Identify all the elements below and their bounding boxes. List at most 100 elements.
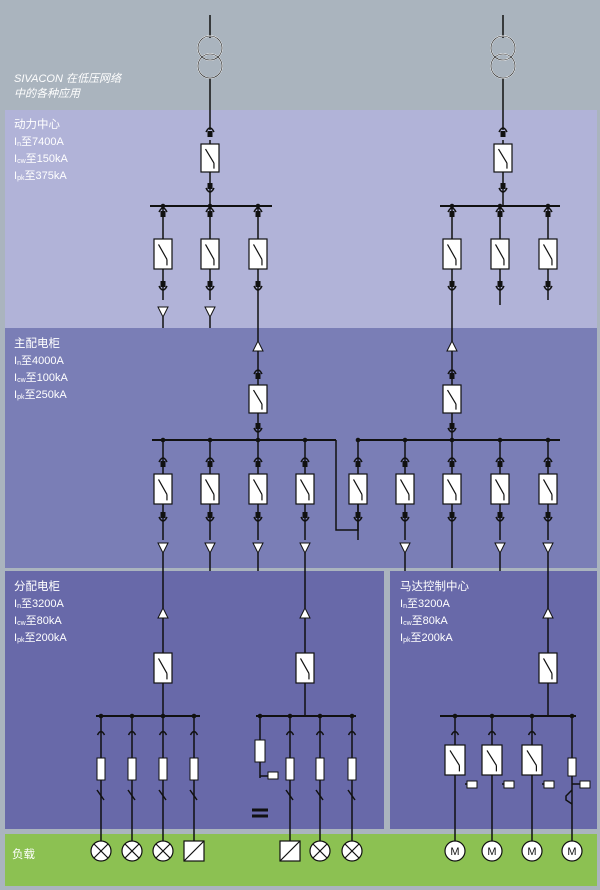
- contact-block: [402, 512, 408, 518]
- breaker-contact: [497, 148, 508, 164]
- fuse-symbol: [285, 757, 295, 781]
- breaker-contact: [399, 479, 410, 495]
- motor-circle: [444, 840, 466, 862]
- overload-relay: [579, 780, 591, 789]
- contact-block: [449, 461, 455, 467]
- breaker-box: [493, 143, 513, 173]
- isolating-contact: [253, 423, 263, 433]
- incomer-breaker: [493, 143, 513, 173]
- contact-block: [207, 281, 213, 287]
- switch-contact: [127, 789, 136, 801]
- contact-arc: [189, 730, 199, 736]
- loads-area: [5, 834, 597, 886]
- contact-block: [207, 131, 213, 137]
- isolating-contact: [447, 457, 457, 467]
- contact-arc: [400, 457, 410, 463]
- sub-incomer-breaker: [153, 652, 173, 684]
- breaker-box: [442, 473, 462, 505]
- breaker-contact: [446, 244, 457, 260]
- junction-dot: [207, 437, 213, 443]
- isolating-contact: [205, 127, 215, 137]
- power-center-area: [5, 110, 597, 328]
- switch-contact: [347, 789, 356, 801]
- isolating-contact: [498, 127, 508, 137]
- contact-block: [449, 211, 455, 217]
- feeder-breaker: [200, 238, 220, 270]
- transformer-outline: [490, 35, 516, 61]
- contact-arc: [158, 516, 168, 522]
- junction-dot: [497, 203, 503, 209]
- contact-arc: [253, 369, 263, 375]
- breaker-contact: [252, 389, 263, 405]
- contact-arc: [96, 730, 106, 736]
- power-center-label: 动力中心 In至7400A Icw至150kA Ipk至375kA: [14, 119, 68, 182]
- contact-block: [355, 512, 361, 518]
- lamp-cross: [155, 843, 171, 859]
- contact-arc: [543, 207, 553, 213]
- contact-arc: [495, 457, 505, 463]
- contact-arc: [205, 127, 215, 133]
- transformer-outline: [490, 53, 516, 79]
- junction-dot: [317, 713, 323, 719]
- breaker-box: [521, 744, 543, 776]
- isolating-contact: [253, 281, 263, 291]
- contact-block: [497, 211, 503, 217]
- mcc-incomer-breaker: [538, 652, 558, 684]
- breaker-contact: [252, 479, 263, 495]
- junction-dot: [449, 203, 455, 209]
- isolating-contact: [400, 457, 410, 467]
- junction-dot: [349, 713, 355, 719]
- isolating-contact: [205, 281, 215, 291]
- breaker-contact: [542, 658, 553, 674]
- motor-starter-box: [444, 744, 466, 776]
- breaker-contact: [494, 479, 505, 495]
- contact-block: [545, 281, 551, 287]
- fuse-symbol: [96, 757, 106, 781]
- contact-block: [545, 211, 551, 217]
- isolating-contact: [158, 281, 168, 291]
- breaker-contact: [542, 479, 553, 495]
- contact-block: [160, 461, 166, 467]
- switch-contact: [565, 789, 573, 805]
- contact-arc: [543, 516, 553, 522]
- contact-block: [402, 461, 408, 467]
- transformer-right: [490, 35, 516, 79]
- contact-block: [255, 423, 261, 429]
- contact-arc: [315, 730, 325, 736]
- main-feeder-breaker: [248, 473, 268, 505]
- contact-arc: [300, 457, 310, 463]
- switch-contact: [96, 789, 105, 801]
- breaker-box: [153, 238, 173, 270]
- breaker-box: [248, 473, 268, 505]
- contact-block: [255, 281, 261, 287]
- isolating-contact: [205, 207, 215, 217]
- lamp-load-icon: [152, 840, 174, 862]
- contact-arc: [498, 127, 508, 133]
- contact-arc: [447, 516, 457, 522]
- motor-control-label: 马达控制中心 In至3200A Icw至80kA Ipk至200kA: [400, 581, 469, 644]
- incoming-arrow: [252, 339, 264, 352]
- contact-block: [500, 183, 506, 189]
- isolating-contact: [253, 457, 263, 467]
- contact-block: [255, 373, 261, 379]
- junction-dot: [302, 437, 308, 443]
- lamp-load-icon: [341, 840, 363, 862]
- contact-arc: [495, 207, 505, 213]
- motor-label: M: [567, 846, 576, 858]
- isolating-contact: [495, 207, 505, 217]
- breaker-box: [248, 384, 268, 414]
- contact-arc: [253, 427, 263, 433]
- breaker-contact: [542, 244, 553, 260]
- contact-arc: [285, 730, 295, 736]
- contact-arc: [127, 730, 137, 736]
- main-feeder-breaker: [490, 473, 510, 505]
- contact-block: [500, 131, 506, 137]
- contact-arc: [400, 516, 410, 522]
- fuse-symbol: [189, 757, 199, 781]
- main-distribution-area: [5, 328, 597, 568]
- junction-dot: [402, 437, 408, 443]
- breaker-box: [200, 473, 220, 505]
- breaker-box: [348, 473, 368, 505]
